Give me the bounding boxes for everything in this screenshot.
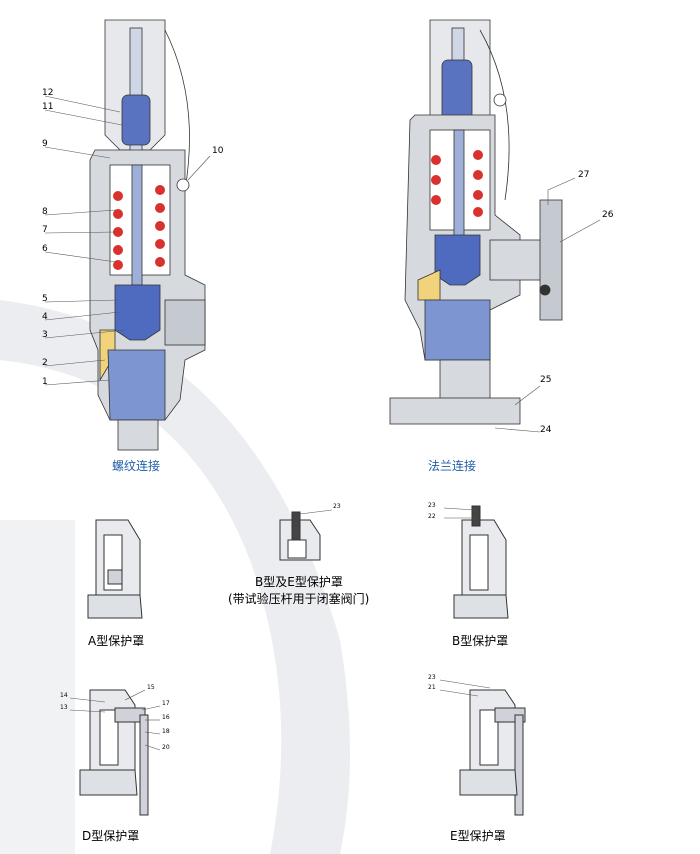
type-a-cover-drawing	[87, 519, 143, 619]
part-label: 10	[212, 146, 224, 156]
b-part-label: 22	[428, 513, 436, 520]
flanged-valve-drawing	[389, 19, 563, 425]
left-leader-lines	[44, 95, 211, 386]
threaded-connection-caption: 螺纹连接	[112, 459, 161, 473]
part-label: 9	[42, 139, 48, 149]
e-part-label: 23	[428, 674, 436, 681]
type-be-caption-line2: (带试验压杆用于闭塞阀门)	[228, 592, 370, 606]
type-d-cover-drawing	[69, 689, 161, 816]
d-part-label: 18	[162, 728, 170, 735]
part-label: 7	[42, 225, 48, 235]
part-label: 1	[42, 377, 48, 387]
type-a-caption: A型保护罩	[88, 634, 145, 648]
threaded-valve-drawing	[89, 19, 206, 451]
type-b-cover-drawing	[443, 505, 509, 619]
part-label: 8	[42, 207, 48, 217]
background-logo	[0, 300, 350, 854]
part-label: 24	[540, 425, 552, 435]
type-e-cover-drawing	[439, 679, 526, 816]
type-be-caption-line1: B型及E型保护罩	[255, 575, 343, 589]
right-leader-lines	[494, 177, 601, 433]
type-d-caption: D型保护罩	[82, 829, 140, 843]
part-label: 12	[42, 88, 54, 98]
e-part-label: 21	[428, 684, 436, 691]
type-b-caption: B型保护罩	[452, 634, 509, 648]
part-label: 3	[42, 330, 48, 340]
type-e-caption: E型保护罩	[450, 829, 506, 843]
d-part-label: 17	[162, 700, 170, 707]
d-part-label: 13	[60, 704, 68, 711]
part-label: 27	[578, 170, 590, 180]
part-label: 4	[42, 312, 48, 322]
part-label: 5	[42, 294, 48, 304]
part-label: 2	[42, 358, 48, 368]
type-be-cover-drawing	[279, 509, 333, 561]
part-label: 11	[42, 102, 54, 112]
d-part-label: 14	[60, 692, 68, 699]
d-part-label: 15	[147, 684, 155, 691]
b-part-label: 23	[428, 502, 436, 509]
part-label: 26	[602, 210, 614, 220]
d-part-label: 16	[162, 714, 170, 721]
d-part-label: 20	[162, 744, 170, 751]
be-part-label: 23	[333, 503, 341, 510]
part-label: 6	[42, 244, 48, 254]
part-label: 25	[540, 375, 552, 385]
flanged-connection-caption: 法兰连接	[428, 459, 477, 473]
